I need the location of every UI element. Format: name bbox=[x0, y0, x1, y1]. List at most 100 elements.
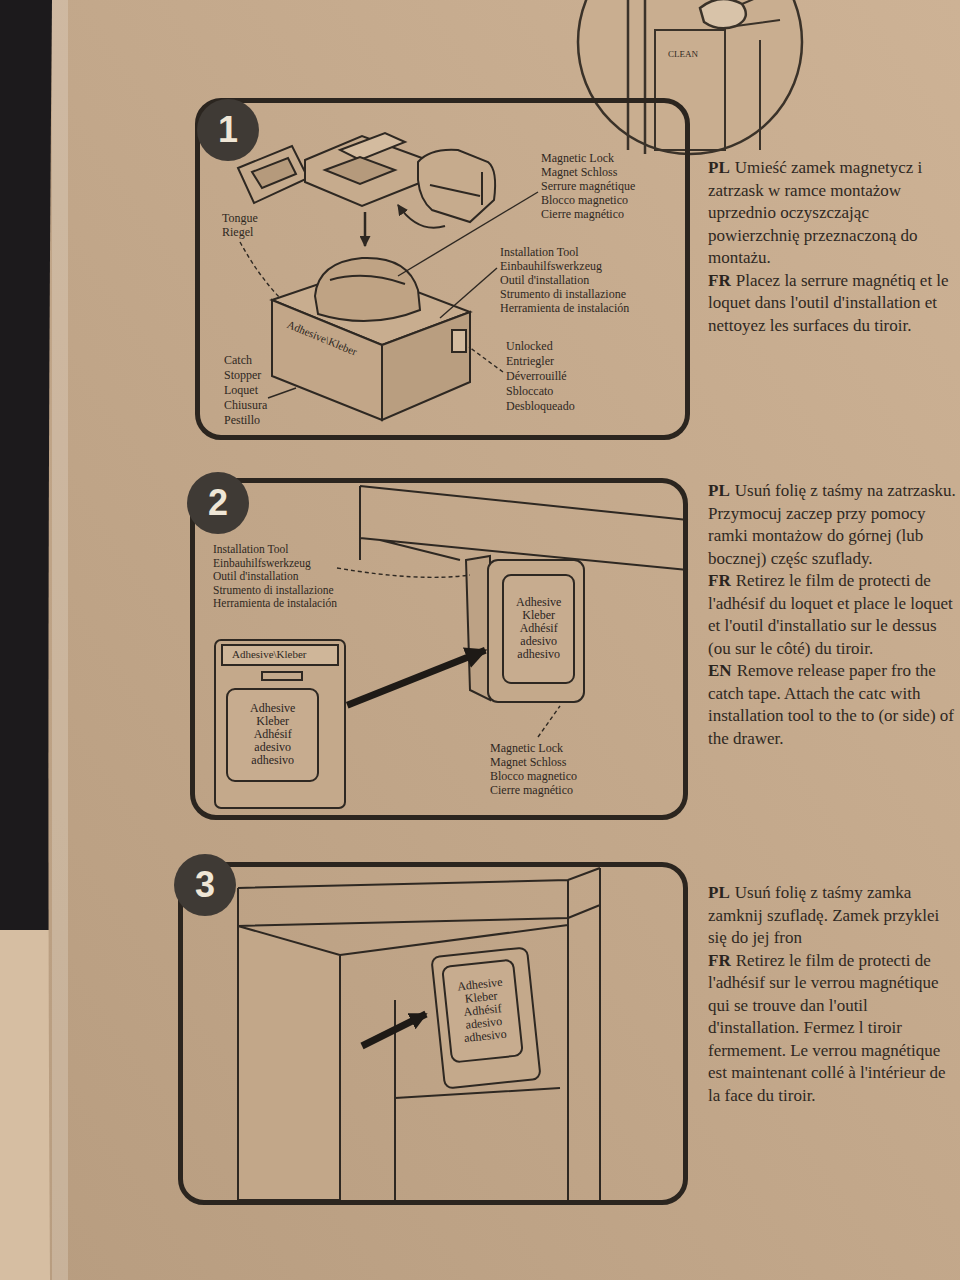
language-code: PL bbox=[708, 481, 730, 500]
part-label: Magnet Schloss bbox=[541, 166, 617, 179]
drawer-figure bbox=[215, 486, 688, 808]
adhesive-pad: Adhesive Kleber Adhésif adesivo adhesivo bbox=[502, 574, 575, 684]
language-code: FR bbox=[708, 271, 731, 290]
part-label: Chiusura bbox=[224, 399, 267, 412]
part-label: Installation Tool bbox=[213, 543, 288, 556]
parts-figure bbox=[418, 150, 495, 222]
part-label: Outil d'installation bbox=[500, 274, 589, 287]
instruction-paragraph: PLUmieść zamek magnetycz i zatrzask w ra… bbox=[708, 157, 956, 270]
part-label: Blocco magnetico bbox=[541, 194, 628, 207]
cardboard bbox=[48, 0, 960, 1280]
part-label: Desbloqueado bbox=[506, 400, 575, 413]
drawer-figure bbox=[488, 560, 584, 702]
instruction-paragraph: ENRemove release paper fro the catch tap… bbox=[708, 660, 956, 750]
assembled-tool-figure bbox=[272, 258, 470, 420]
parts-figure bbox=[398, 205, 445, 228]
step-number: 1 bbox=[197, 99, 259, 161]
language-code: EN bbox=[708, 661, 732, 680]
part-label: Entriegler bbox=[506, 355, 554, 368]
part-label: Serrure magnétique bbox=[541, 180, 635, 193]
part-label: Adhesive\Kleber bbox=[232, 648, 307, 660]
step-panel: 3Adhesive Kleber Adhésif adesivo adhesiv… bbox=[178, 862, 688, 1205]
pad-label: Adhesive Kleber Adhésif adesivo adhesivo bbox=[457, 976, 509, 1045]
part-label: Adhesive\Kleber bbox=[285, 318, 358, 358]
cabinet-figure bbox=[340, 905, 600, 1200]
drawer-figure bbox=[466, 556, 490, 700]
part-label: Outil d'installation bbox=[213, 570, 298, 583]
part-label: Magnet Schloss bbox=[490, 756, 566, 769]
part-label: Loquet bbox=[224, 384, 258, 397]
cabinet-figure bbox=[238, 868, 600, 1200]
drawer-figure bbox=[215, 640, 345, 808]
part-label: Catch bbox=[224, 354, 252, 367]
part-label: Cierre magnético bbox=[541, 208, 624, 221]
part-label: Magnetic Lock bbox=[490, 742, 563, 755]
instruction-text: Remove release paper fro the catch tape.… bbox=[708, 661, 954, 748]
part-label: Sbloccato bbox=[506, 385, 553, 398]
parts-figure bbox=[364, 212, 367, 246]
parts-figure bbox=[238, 133, 495, 246]
part-label: Strumento di installazione bbox=[500, 288, 626, 301]
clean-surface-figure bbox=[736, 0, 780, 150]
leader-line bbox=[440, 268, 497, 318]
direction-arrow bbox=[347, 650, 485, 705]
clean-surface-figure bbox=[628, 0, 645, 154]
part-label: Déverrouillé bbox=[506, 370, 567, 383]
parts-figure bbox=[238, 146, 308, 203]
instruction-text: Placez la serrure magnétiq et le loquet … bbox=[708, 271, 949, 335]
clean-surface-figure bbox=[700, 0, 746, 28]
instruction-text: Umieść zamek magnetycz i zatrzask w ramc… bbox=[708, 158, 922, 267]
language-code: FR bbox=[708, 951, 731, 970]
part-label: Unlocked bbox=[506, 340, 553, 353]
pad-label: Adhesive Kleber Adhésif adesivo adhesivo bbox=[250, 702, 295, 767]
part-label: Stopper bbox=[224, 369, 261, 382]
parts-figure bbox=[252, 158, 296, 188]
part-label: Einbauhilfswerkzeug bbox=[213, 557, 311, 570]
instruction-text: Retirez le film de protecti de l'adhésif… bbox=[708, 571, 953, 658]
part-label: Magnetic Lock bbox=[541, 152, 614, 165]
part-label: Installation Tool bbox=[500, 246, 579, 259]
part-label: Pestillo bbox=[224, 414, 260, 427]
assembled-tool-figure bbox=[330, 276, 405, 284]
part-label: Herramienta de instalación bbox=[213, 597, 337, 610]
instruction-text: Usuń folię z taśmy zamka zamknij szuflad… bbox=[708, 883, 939, 947]
cardboard bbox=[48, 0, 960, 1280]
language-code: PL bbox=[708, 158, 730, 177]
instruction-text: Usuń folię z taśmy na zatrzasku. Przymoc… bbox=[708, 481, 956, 568]
instruction-column: PLUmieść zamek magnetycz i zatrzask w ra… bbox=[708, 157, 956, 337]
instruction-column: PLUsuń folię z taśmy zamka zamknij szufl… bbox=[708, 882, 956, 1107]
assembled-tool-figure bbox=[315, 258, 420, 321]
leader-line bbox=[268, 388, 296, 398]
cabinet-figure bbox=[238, 868, 600, 926]
parts-figure bbox=[340, 133, 405, 160]
instruction-paragraph: FRRetirez le film de protecti de l'adhés… bbox=[708, 570, 956, 660]
adhesive-pad: Adhesive Kleber Adhésif adesivo adhesivo bbox=[441, 958, 524, 1063]
pad-label: Adhesive Kleber Adhésif adesivo adhesivo bbox=[516, 596, 561, 661]
clean-surface-figure bbox=[578, 0, 802, 154]
part-label: Blocco magnetico bbox=[490, 770, 577, 783]
step-number: 2 bbox=[187, 472, 249, 534]
drawer-figure bbox=[360, 486, 688, 570]
part-label: Riegel bbox=[222, 226, 253, 239]
language-code: PL bbox=[708, 883, 730, 902]
leader-line bbox=[240, 242, 280, 298]
language-code: FR bbox=[708, 571, 731, 590]
instruction-column: PLUsuń folię z taśmy na zatrzasku. Przym… bbox=[708, 480, 956, 750]
part-label: Tongue bbox=[222, 212, 258, 225]
cabinet-figure bbox=[431, 947, 540, 1088]
part-label: Einbauhilfswerkzeug bbox=[500, 260, 602, 273]
instruction-text: Retirez le film de protecti de l'adhésif… bbox=[708, 951, 946, 1105]
instruction-paragraph: FRPlacez la serrure magnétiq et le loque… bbox=[708, 270, 956, 338]
adhesive-pad: Adhesive Kleber Adhésif adesivo adhesivo bbox=[226, 688, 319, 782]
drawer-figure bbox=[222, 645, 338, 665]
parts-figure bbox=[430, 172, 482, 205]
cabinet-figure bbox=[238, 926, 340, 1200]
step-number: 3 bbox=[174, 854, 236, 916]
leader-line bbox=[538, 706, 560, 737]
leader-line bbox=[240, 192, 538, 398]
assembled-tool-figure bbox=[452, 330, 466, 352]
